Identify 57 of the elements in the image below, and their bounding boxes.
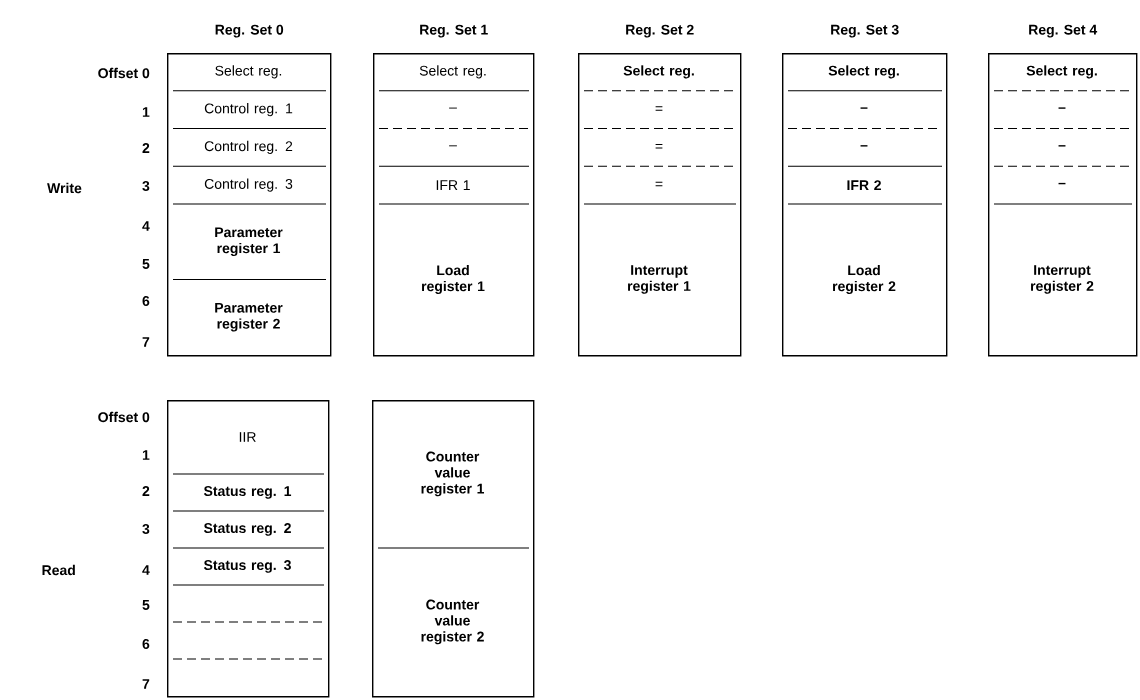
register-cell: IFR 1 (436, 180, 470, 190)
offset-label: 1 (142, 107, 150, 117)
register-cell: IFR 2 (847, 180, 881, 190)
node-label: Reg. Set 1 (420, 24, 488, 38)
register-cell: – (860, 145, 868, 147)
register-cell: Status reg. 3 (203, 560, 291, 573)
register-column (167, 400, 330, 698)
offset-label: 4 (142, 565, 150, 575)
offset-label: 5 (142, 600, 150, 610)
register-cell: = (655, 143, 663, 149)
register-cell: Parameter register 2 (215, 302, 283, 332)
register-cell: – (860, 107, 868, 109)
row-label: Write (47, 182, 82, 194)
register-cell: = (655, 106, 663, 111)
register-cell: Control reg. 3 (204, 178, 293, 192)
register-cell: Select reg. (215, 65, 282, 79)
offset-label: 6 (142, 296, 150, 306)
offset-label: 7 (142, 337, 150, 347)
register-cell: Control reg. 1 (204, 103, 293, 117)
register-cell: Status reg. 2 (203, 523, 291, 536)
offset-label: 2 (142, 486, 150, 496)
offset-label: 6 (142, 639, 150, 649)
register-cell: – (449, 107, 457, 109)
register-cell: Select reg. (1026, 65, 1097, 79)
register-cell: Counter value register 1 (421, 451, 484, 497)
register-cell: Select reg. (623, 65, 694, 79)
node-label: Reg. Set 3 (831, 24, 899, 38)
node-label: Reg. Set 2 (626, 24, 694, 38)
node-label: Reg. Set 4 (1029, 24, 1098, 38)
register-cell: Status reg. 1 (203, 486, 292, 499)
offset-label: 7 (142, 679, 150, 689)
register-cell: IIR (239, 432, 256, 442)
offset-label: Offset 0 (98, 67, 150, 79)
row-label: Read (42, 564, 75, 576)
node-label: Reg. Set 0 (215, 24, 284, 38)
offset-label: 1 (142, 450, 150, 460)
offset-label: Offset 0 (98, 411, 150, 423)
register-cell: Parameter register 1 (215, 227, 283, 257)
offset-label: 5 (142, 259, 150, 269)
register-cell: – (1058, 107, 1066, 109)
register-cell: – (1058, 145, 1066, 147)
offset-label: 2 (142, 143, 150, 153)
offset-label: 3 (142, 524, 150, 534)
register-cell: Select reg. (419, 65, 486, 79)
register-cell: Load register 2 (833, 264, 896, 295)
register-cell: Select reg. (828, 65, 899, 79)
register-column (372, 400, 535, 698)
register-cell: – (449, 145, 457, 147)
register-cell: Counter value register 2 (421, 599, 484, 645)
register-cell: Interrupt register 1 (628, 265, 691, 294)
register-cell: Load register 1 (422, 264, 485, 295)
register-cell: = (655, 181, 663, 187)
register-cell: – (1058, 182, 1066, 185)
register-cell: Interrupt register 2 (1031, 265, 1094, 294)
offset-label: 4 (142, 221, 150, 231)
offset-label: 3 (142, 181, 150, 191)
register-cell: Control reg. 2 (204, 140, 293, 154)
